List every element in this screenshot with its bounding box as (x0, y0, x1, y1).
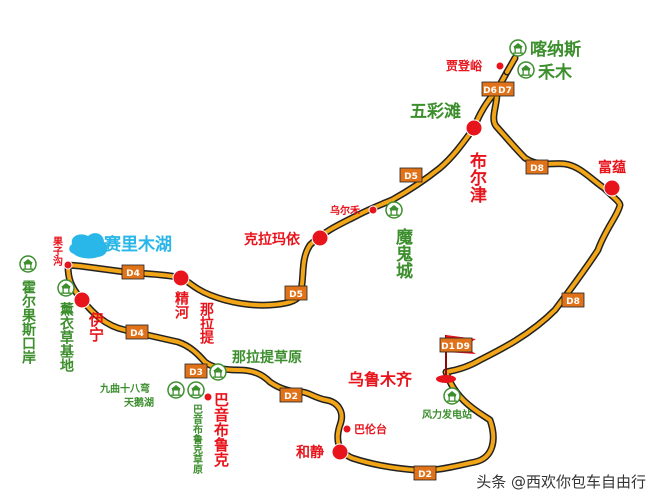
svg-text:D4: D4 (126, 269, 140, 279)
svg-text:D2: D2 (418, 470, 432, 480)
label-kanas: 喀纳斯 (530, 39, 581, 60)
city-dot-icon (63, 61, 621, 461)
label-jinghe: 精河 (173, 290, 189, 320)
label-yining: 伊宁 (87, 311, 105, 343)
watermark-text: 头条 @西欢你包车自由行 (476, 473, 646, 491)
label-fuyun: 富蕴 (598, 159, 626, 176)
badge-d5-upper: D5 (399, 167, 423, 183)
label-guozigou: 果子沟 (51, 236, 64, 267)
svg-text:D5: D5 (289, 290, 303, 300)
label-wucaitan: 五彩滩 (410, 101, 461, 122)
label-swan-lake: 天鹅湖 (124, 396, 154, 409)
badge-d8-right: D8 (561, 292, 585, 308)
label-bayinbuluke-grass: 巴音布鲁克草原 (191, 404, 204, 475)
label-wuerhe: 乌尔禾 (330, 204, 360, 217)
svg-text:D6: D6 (483, 86, 497, 96)
svg-text:D4: D4 (130, 329, 144, 339)
label-wind-farm: 风力发电站 (422, 408, 472, 421)
label-huoerguosi: 霍尔果斯口岸 (20, 279, 37, 365)
svg-text:D8: D8 (530, 164, 544, 174)
badge-d2-upper: D2 (279, 387, 303, 403)
label-nalati-grassland: 那拉提草原 (232, 349, 302, 366)
vertical-labels: 布尔津 魔鬼城 果子沟 精河 霍尔果斯口岸 薰衣草基地 伊宁 那拉提 巴音布鲁克… (20, 151, 487, 475)
svg-text:D9: D9 (456, 342, 470, 352)
badge-d3: D3 (184, 363, 208, 379)
svg-text:D5: D5 (404, 172, 418, 182)
badge-d2-lower: D2 (413, 465, 437, 481)
svg-text:D2: D2 (284, 392, 298, 402)
badge-d5-lower: D5 (284, 285, 308, 301)
badge-d8-top: D8 (525, 159, 549, 175)
label-moguicheng: 魔鬼城 (392, 227, 413, 280)
label-urumqi: 乌鲁木齐 (348, 370, 413, 389)
badge-d1-d9: D1 D9 (439, 337, 473, 353)
label-jiuqu: 九曲十八弯 (99, 382, 150, 395)
label-burqin: 布尔津 (466, 151, 487, 204)
route-road (64, 54, 624, 474)
lake-shape-icon (69, 233, 108, 259)
label-hemu: 禾木 (538, 62, 573, 83)
label-sayram: 赛里木湖 (103, 234, 172, 255)
label-lavender: 薰衣草基地 (58, 301, 74, 373)
badge-d4-lower: D4 (125, 324, 149, 340)
label-jiadengyu: 贾登峪 (446, 58, 483, 73)
svg-text:D3: D3 (189, 368, 203, 378)
label-bayinbuluke: 巴音布鲁克 (212, 392, 230, 468)
place-labels: 喀纳斯 禾木 贾登峪 五彩滩 富蕴 乌尔禾 克拉玛依 赛里木湖 那拉提草原 九曲… (99, 39, 626, 461)
label-karamay: 克拉玛依 (244, 231, 301, 248)
svg-text:D8: D8 (566, 297, 580, 307)
badge-d6-d7: D6 D7 (481, 81, 515, 97)
day-badges: D6 D7 D8 D8 D5 D5 D4 D4 D3 (121, 81, 585, 481)
label-bayantai: 巴伦台 (354, 422, 387, 436)
svg-text:D1: D1 (441, 342, 455, 352)
label-hejing: 和静 (296, 444, 324, 461)
svg-text:D7: D7 (498, 86, 512, 96)
label-nalati: 那拉提 (198, 302, 214, 345)
badge-d4-upper: D4 (121, 264, 145, 280)
